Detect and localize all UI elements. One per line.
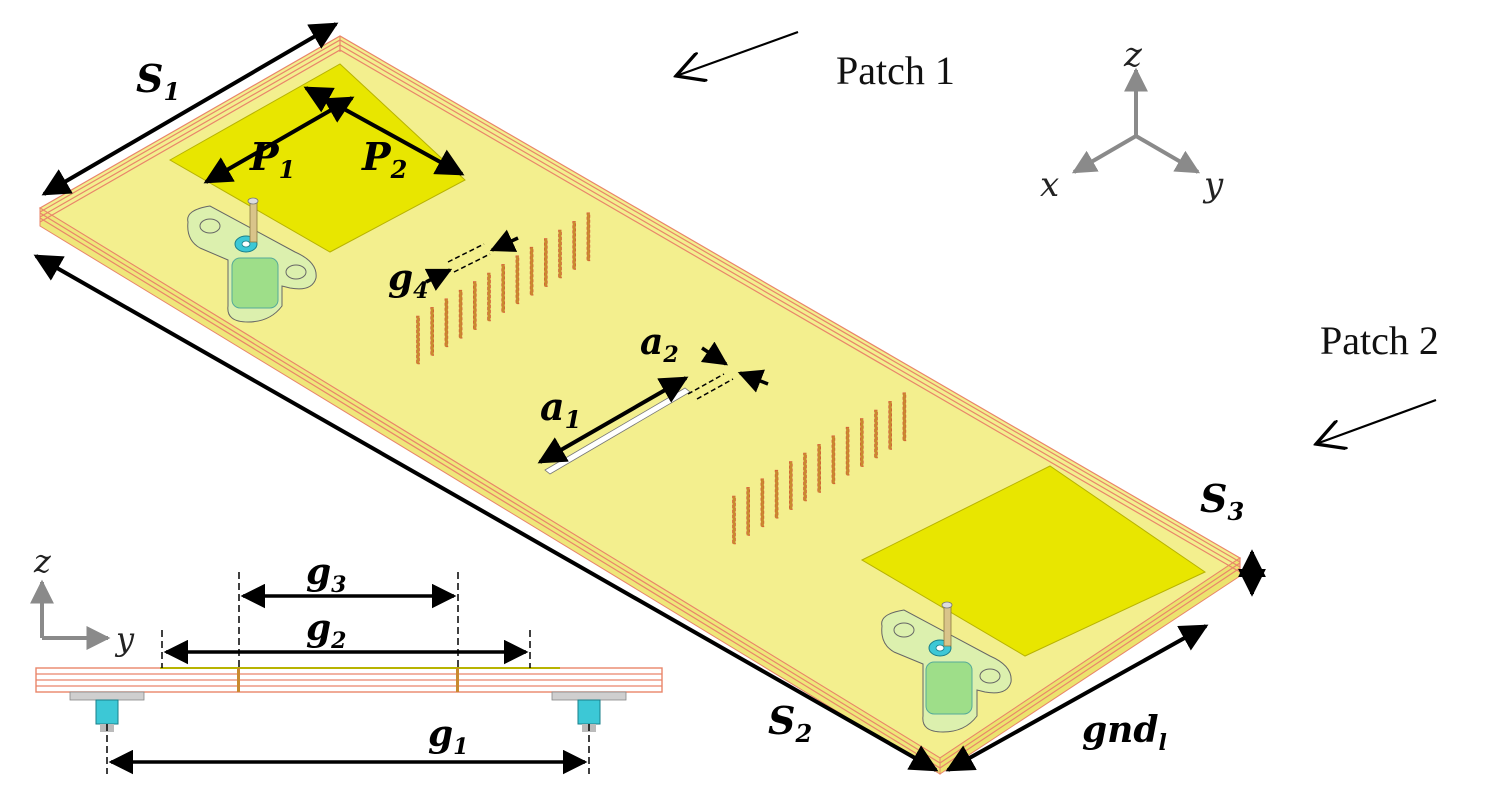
gndl-arrow [945,624,1209,772]
p1-label: P1 [249,134,295,184]
via-post [845,426,850,476]
patch2-callout-arrow [1316,398,1437,444]
patch1-label: Patch 1 [836,48,955,93]
via-post [788,461,793,510]
a1-arrow [537,376,689,464]
s3-label: S3 [1200,476,1244,526]
via-post [902,392,907,442]
a2-label: a2 [640,321,679,368]
s1-arrow [41,22,339,196]
axis3d-x-label: x [1040,165,1059,205]
s2-label: S2 [768,698,812,748]
p2-label: P2 [361,134,407,184]
side-view-inset [30,572,663,775]
via-post [416,315,420,365]
via-post [501,264,506,313]
via-post [803,452,807,502]
s1-label: S1 [136,56,180,106]
via-post [487,272,491,322]
via-post [472,281,477,330]
axis3d-z-label: z [1123,35,1143,75]
via-post [458,289,463,339]
g3-label: g3 [306,551,346,598]
via-post [760,478,765,528]
via-post [515,255,520,305]
via-post [586,212,591,262]
via-post [817,444,822,493]
s2-arrow [33,254,939,772]
via-post [859,418,864,467]
via-post [874,409,878,459]
axis3d-y-label: y [1202,165,1224,205]
p2-arrow [303,86,465,176]
axis2d-z-label: z [33,542,52,580]
via-post [888,401,893,450]
via-post [543,238,548,287]
axes-2d [30,579,111,650]
via-post [831,435,836,485]
a2-gap-marker [687,341,769,400]
dimension-arrows [33,22,1266,772]
g2-label: g2 [306,607,346,654]
g1-label: g1 [428,713,468,760]
via-post [732,495,736,545]
via-post [529,246,534,296]
patch1-callout-arrow [676,30,799,76]
via-post [572,221,577,270]
via-post [558,229,562,279]
via-post [430,307,435,356]
via-post [444,298,449,348]
via-post [746,487,751,536]
gndl-label: gndl [1082,709,1167,756]
a1-label: a1 [540,384,581,434]
via-post [774,469,779,519]
axis2d-y-label: y [114,620,135,658]
g4-label: g4 [388,257,428,304]
axes-3d [1071,67,1201,174]
g4-gap-marker [424,229,519,291]
patch2-label: Patch 2 [1320,318,1439,363]
